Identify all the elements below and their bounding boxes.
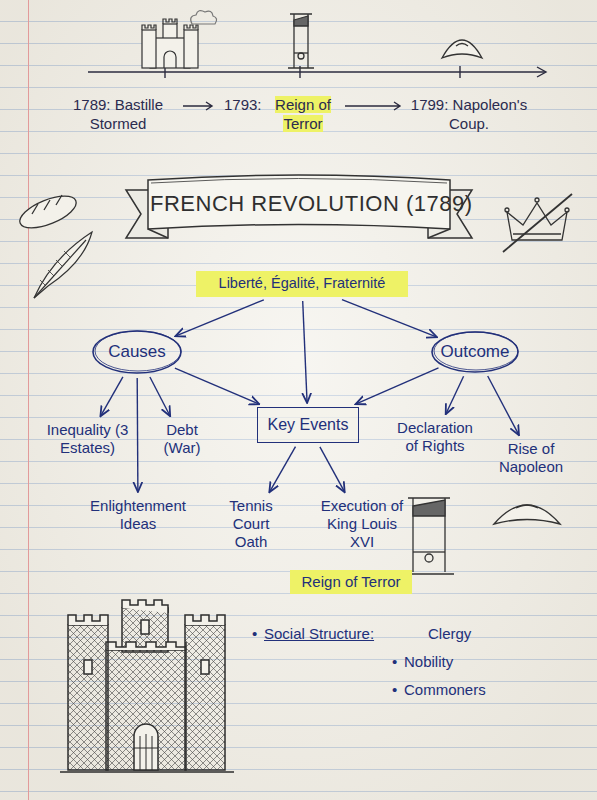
arrow-connector	[136, 378, 138, 492]
label-holder: Commoners	[404, 681, 514, 700]
margin-line	[28, 0, 29, 800]
arrow-connector	[488, 376, 519, 435]
banner-title: FRENCH REVOLUTION (1789)	[150, 191, 448, 217]
note-label: •	[392, 681, 397, 698]
arrow-connector	[175, 368, 259, 404]
note-label: Reign of Terror	[275, 96, 331, 132]
node-text: Rise of Napoleon	[490, 440, 572, 476]
label-holder: •	[252, 625, 262, 644]
arrow-connector	[100, 377, 123, 417]
leaf-text: Tennis Court Oath	[222, 497, 280, 551]
label-holder: Nobility	[404, 653, 504, 672]
arrow-connector	[356, 368, 439, 404]
bicorne-icon	[494, 505, 560, 524]
arrow-connector	[320, 447, 345, 492]
label-holder: •	[392, 681, 402, 700]
ellipse-stroke	[95, 331, 181, 371]
note-label: Nobility	[404, 653, 453, 670]
crossed-crown-icon	[503, 194, 572, 252]
node-text: Debt (War)	[156, 421, 208, 457]
hub-box: Key Events	[257, 407, 359, 443]
branch-ellipse: Causes	[92, 330, 182, 374]
guillotine-icon	[288, 14, 314, 68]
motto-highlight: Liberté, Égalité, Fraternité	[196, 271, 408, 297]
note-label: Commoners	[404, 681, 486, 698]
ellipse-stroke	[432, 332, 518, 372]
leaf-text: Inequality (3 Estates)	[40, 421, 135, 457]
arrow-connector	[342, 300, 437, 337]
branch-ellipse: Outcome	[431, 331, 519, 373]
leaf-text: Enlightenment Ideas	[76, 497, 200, 533]
guillotine-icon	[404, 498, 454, 574]
ellipse-stroke	[93, 331, 181, 373]
arrow-connector	[446, 376, 464, 414]
label-holder: •	[392, 653, 402, 672]
note-label: 1789: Bastille Stormed	[73, 96, 163, 132]
node-text: Declaration of Rights	[390, 419, 480, 455]
note-label: •	[252, 625, 257, 642]
node-text: Inequality (3 Estates)	[40, 421, 135, 457]
arrow-connector	[175, 300, 263, 336]
label-holder: Clergy	[428, 625, 508, 644]
ellipse-stroke	[434, 332, 518, 370]
note-label: Clergy	[428, 625, 471, 642]
label-holder: Social Structure:	[264, 625, 424, 644]
node-text: Liberté, Égalité, Fraternité	[219, 275, 386, 292]
label-holder: 1789: Bastille Stormed	[58, 96, 178, 134]
leaf-text: Debt (War)	[156, 421, 208, 457]
note-label: Social Structure:	[264, 625, 374, 642]
arrow-connector	[269, 447, 295, 493]
note-label: •	[392, 653, 397, 670]
node-text: Enlightenment Ideas	[76, 497, 200, 533]
node-text: Execution of King Louis XVI	[320, 497, 404, 551]
node-text: Key Events	[268, 415, 349, 434]
bicorne-icon	[442, 40, 482, 58]
arrow-connector	[150, 377, 170, 416]
leaf-text: Rise of Napoleon	[490, 440, 572, 476]
quill-icon	[34, 232, 92, 298]
bread-icon	[16, 190, 81, 235]
leaf-text: Declaration of Rights	[390, 419, 480, 455]
arrow-connector	[303, 301, 307, 403]
castle-icon	[142, 11, 217, 68]
label-holder: Reign of Terror	[268, 96, 338, 134]
node-text: Outcome	[441, 342, 510, 362]
note-label: 1799: Napoleon's Coup.	[411, 96, 527, 132]
node-text: Tennis Court Oath	[222, 497, 280, 551]
label-holder: 1799: Napoleon's Coup.	[405, 96, 533, 134]
node-text: Causes	[108, 342, 166, 362]
label-holder: 1793:	[224, 96, 264, 115]
bastille-illustration	[60, 600, 234, 772]
highlight-band: Reign of Terror	[290, 570, 412, 594]
leaf-text: Execution of King Louis XVI	[320, 497, 404, 551]
note-label: 1793:	[224, 96, 262, 113]
node-text: Reign of Terror	[302, 573, 401, 591]
title-banner	[126, 175, 472, 238]
